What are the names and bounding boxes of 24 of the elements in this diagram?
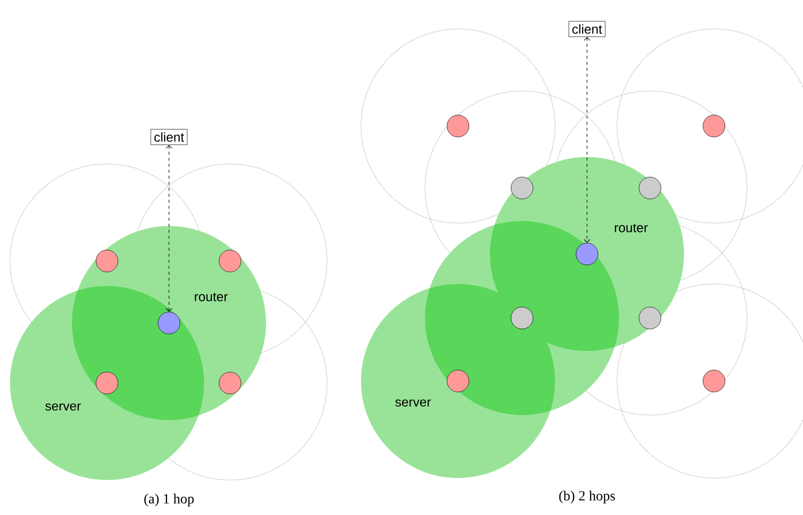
node-circle: [158, 312, 180, 334]
node-label: server: [395, 399, 431, 407]
client-box: client: [150, 129, 188, 145]
node-label: server: [45, 403, 81, 411]
node-circle: [702, 114, 726, 138]
subfigure-caption: (a) 1 hop: [144, 494, 194, 506]
node-circle: [576, 242, 598, 266]
node-circle: [702, 370, 726, 392]
node-circle: [446, 114, 470, 138]
node-circle: [218, 372, 242, 394]
node-circle: [446, 370, 470, 392]
node-circle: [510, 176, 534, 200]
node-label: router: [194, 292, 228, 302]
node-circle: [218, 250, 242, 272]
node-circle: [96, 250, 118, 272]
node-circle: [638, 176, 662, 200]
node-circle: [638, 306, 662, 330]
arrow: [584, 36, 590, 243]
client-box: client: [568, 21, 606, 37]
node-label: router: [614, 224, 648, 232]
node-circle: [510, 306, 534, 330]
arrow: [166, 144, 172, 312]
subfigure-caption: (b) 2 hops: [559, 490, 615, 504]
node-circle: [96, 372, 118, 394]
